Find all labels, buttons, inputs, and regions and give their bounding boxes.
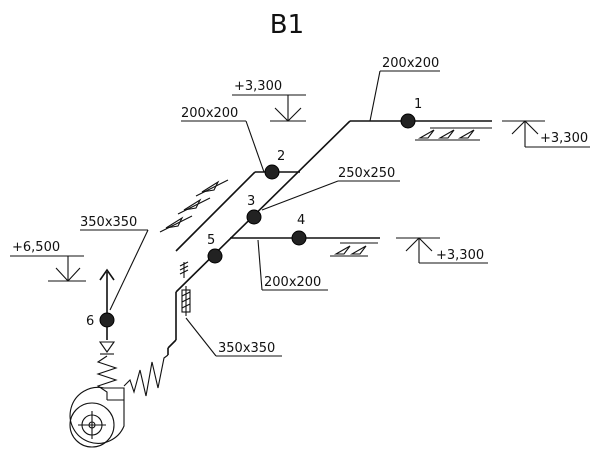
fan-icon <box>69 386 125 448</box>
exhaust-riser <box>96 268 124 401</box>
node-number-3: 3 <box>247 194 255 209</box>
level-marker-right-mid <box>396 237 488 264</box>
diagram-title: B1 <box>270 10 304 40</box>
node-number-6: 6 <box>86 314 94 329</box>
duct-label-left-top: 350x350 <box>80 215 137 230</box>
node-number-4: 4 <box>297 213 305 228</box>
duct-label-middle: 250x250 <box>338 166 395 181</box>
node-6 <box>99 312 115 328</box>
duct-label-lower: 200x200 <box>264 275 321 290</box>
level-right-mid: +3,300 <box>436 248 484 263</box>
level-right-top: +3,300 <box>540 131 588 146</box>
duct-label-upper-left: 200x200 <box>181 106 238 121</box>
node-number-5: 5 <box>207 233 215 248</box>
node-number-1: 1 <box>414 97 422 112</box>
level-marker-left <box>10 255 86 282</box>
leader-lines <box>80 70 440 357</box>
level-left: +6,500 <box>12 240 60 255</box>
damper-symbols <box>179 261 191 316</box>
level-upper-left: +3,300 <box>234 79 282 94</box>
flexible-connector <box>123 354 169 397</box>
node-3 <box>246 209 262 225</box>
node-4 <box>291 230 307 246</box>
node-1 <box>400 113 416 129</box>
duct-label-top-right: 200x200 <box>382 56 439 71</box>
nodes <box>99 113 416 328</box>
node-5 <box>207 248 223 264</box>
level-marker-upper-left <box>232 94 306 122</box>
level-marker-right-top <box>502 120 590 148</box>
main-duct <box>167 120 492 355</box>
airflow-arrows <box>159 127 492 257</box>
node-number-2: 2 <box>277 149 285 164</box>
node-2 <box>264 164 280 180</box>
duct-label-bottom: 350x350 <box>218 341 275 356</box>
